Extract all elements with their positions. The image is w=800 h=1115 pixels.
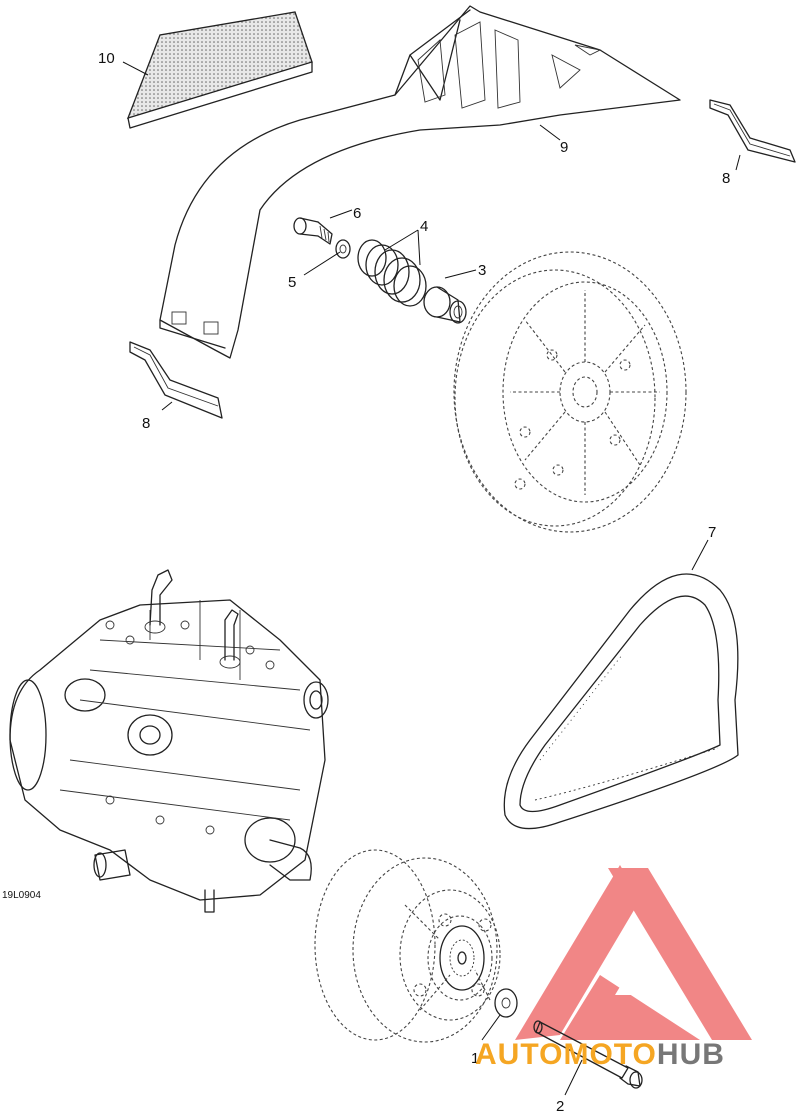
watermark-text: AUTOMOTOHUB	[475, 1038, 725, 1071]
callout-7: 7	[708, 524, 716, 541]
spring-icon	[357, 239, 427, 307]
spacer-icon	[423, 286, 467, 324]
callout-10: 10	[98, 50, 115, 67]
callout-3: 3	[478, 262, 486, 279]
drive-pulley-icon	[314, 849, 501, 1043]
callout-2: 2	[556, 1098, 564, 1115]
driven-pulley-icon	[453, 251, 687, 533]
callout-9: 9	[560, 139, 568, 156]
washer-icon	[494, 988, 518, 1018]
watermark-text-auto: AUTO	[475, 1038, 563, 1071]
washer-icon	[335, 239, 351, 259]
leader-lines	[122, 61, 741, 1096]
callout-8-lower: 8	[142, 415, 150, 432]
callout-5: 5	[288, 274, 296, 291]
drive-belt-icon	[503, 573, 739, 830]
watermark-text-hub: HUB	[657, 1038, 725, 1071]
callout-4: 4	[420, 218, 428, 235]
callout-1: 1	[471, 1050, 479, 1067]
bolt-icon	[293, 217, 333, 245]
guard-pad-icon	[126, 11, 313, 129]
bolt-icon	[533, 1020, 643, 1089]
watermark-text-moto: MOTO	[563, 1038, 656, 1071]
callout-6: 6	[353, 205, 361, 222]
engine-icon	[9, 569, 329, 913]
drawing-code: 19L0904	[2, 890, 41, 901]
guard-clip-icon	[709, 99, 796, 163]
callout-8-upper: 8	[722, 170, 730, 187]
watermark-logo-icon	[515, 865, 752, 1040]
belt-guard-icon	[159, 5, 681, 359]
guard-clip-icon	[129, 341, 223, 419]
